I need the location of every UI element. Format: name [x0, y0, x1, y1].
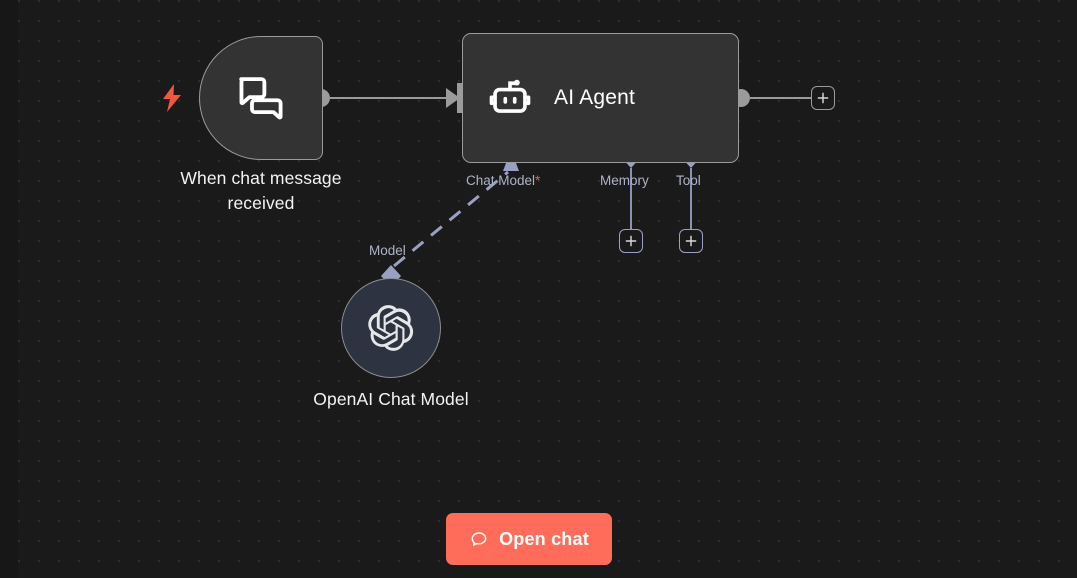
openai-logo-icon: [368, 305, 414, 351]
port-label-memory: Memory: [600, 173, 649, 188]
port-label-chat-model: Chat Model*: [466, 173, 540, 189]
lightning-bolt-icon: [163, 84, 181, 112]
node-ai-agent[interactable]: AI Agent: [462, 33, 739, 163]
port-label-tool: Tool: [676, 173, 701, 188]
node-title-ai-agent: AI Agent: [554, 86, 635, 109]
add-node-button-tool[interactable]: [679, 229, 703, 253]
add-node-button-memory[interactable]: [619, 229, 643, 253]
chat-bubbles-icon: [239, 77, 283, 120]
agent-input-arrow: [446, 88, 460, 108]
node-label-openai-chat-model: OpenAI Chat Model: [313, 389, 469, 409]
node-when-chat-message-received[interactable]: [199, 36, 323, 160]
port-required-marker: *: [535, 173, 541, 188]
port-label-model: Model: [369, 243, 406, 258]
add-node-button-main[interactable]: [811, 86, 835, 110]
node-openai-chat-model[interactable]: [341, 278, 441, 378]
robot-icon: [489, 79, 531, 113]
canvas-left-gutter: [0, 0, 18, 578]
node-label-chat-trigger: When chat message received: [180, 168, 342, 213]
open-chat-button[interactable]: Open chat: [446, 513, 612, 565]
chat-bubble-icon: [471, 532, 487, 546]
port-label-chat-model-text: Chat Model: [466, 173, 536, 188]
open-chat-button-label: Open chat: [499, 528, 589, 549]
plus-icon: [685, 235, 697, 247]
plus-icon: [817, 92, 829, 104]
plus-icon: [625, 235, 637, 247]
